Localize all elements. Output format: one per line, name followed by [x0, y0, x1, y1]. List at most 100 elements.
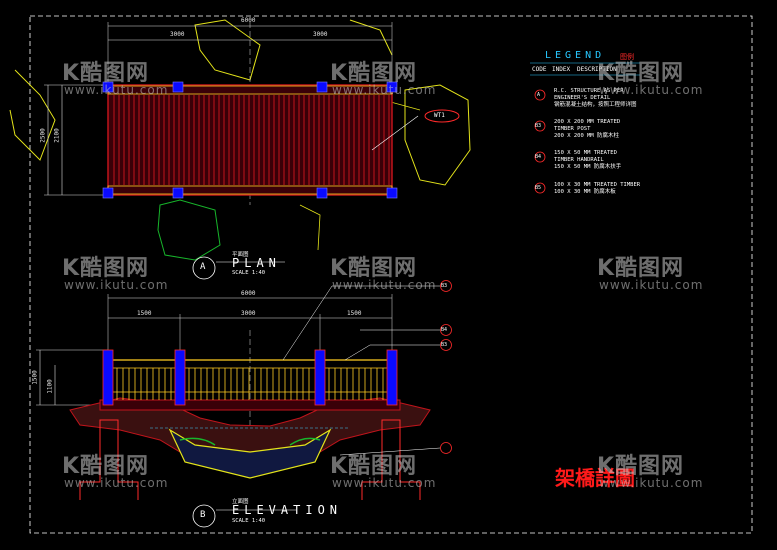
- elev-dim-height-inner: 1100: [46, 379, 54, 394]
- elev-callout-code: B3: [441, 342, 448, 348]
- rock-outline: [404, 84, 471, 186]
- watermark-logo: K酷图网: [597, 454, 685, 479]
- watermark-url: www.ikutu.com: [599, 83, 704, 97]
- legend-desc-line: 200 X 200 MM TREATED: [554, 119, 621, 125]
- callout-circle: [440, 339, 452, 351]
- elev-dim-height-outer: 1500: [31, 370, 39, 385]
- legend-desc-line: TIMBER HANDRAIL: [554, 157, 604, 163]
- legend-desc-line: 150 X 50 MM TREATED: [554, 150, 617, 156]
- elev-scale: SCALE 1:40: [232, 518, 266, 524]
- drawing-title-cn: 架橋詳圖: [555, 466, 635, 490]
- legend-title: LEGEND: [545, 50, 606, 61]
- elev-dim-right: 1500: [347, 310, 362, 317]
- timber-post: [386, 81, 398, 93]
- timber-post: [172, 81, 184, 93]
- plan-view-title: PLAN: [232, 256, 281, 270]
- legend-desc-line: 200 X 200 MM 防腐木柱: [554, 133, 620, 139]
- legend-code: B4: [535, 154, 542, 160]
- view-label-circle: [192, 256, 216, 280]
- plan-dim-outer: 2500: [39, 128, 47, 143]
- elev-view-title: ELEVATION: [232, 503, 343, 517]
- elev-sub-title: 立面图: [232, 499, 249, 505]
- watermark-url: www.ikutu.com: [599, 476, 704, 490]
- timber-post: [102, 187, 114, 199]
- legend-desc-line: 150 X 50 MM 防腐木扶手: [554, 164, 622, 170]
- watermark-logo: K酷图网: [330, 454, 418, 479]
- timber-post: [314, 349, 326, 406]
- stream-bed: [168, 428, 332, 479]
- legend-desc-line: 100 X 30 MM 防腐木板: [554, 189, 616, 195]
- legend-head-code: CODE: [532, 66, 547, 73]
- elevation-view: [36, 280, 452, 528]
- timber-post: [174, 349, 186, 406]
- leader-line: [344, 344, 371, 361]
- timber-post: [172, 187, 184, 199]
- vegetation-line: [179, 437, 321, 446]
- watermark-logo: K酷图网: [597, 61, 685, 86]
- rock-outline: [349, 19, 393, 56]
- watermark-url: www.ikutu.com: [599, 278, 704, 292]
- timber-post: [102, 81, 114, 93]
- rail-balusters: [116, 368, 384, 400]
- legend-head-desc: DESCRIPTION: [577, 66, 617, 73]
- watermark-url: www.ikutu.com: [64, 83, 169, 97]
- leader-line: [339, 447, 441, 456]
- legend-frame: [530, 62, 640, 194]
- timber-post: [316, 81, 328, 93]
- legend-code-circle: [534, 151, 546, 163]
- plan-dim-right: 3000: [313, 31, 328, 38]
- legend-item: 100 X 30 MM TREATED TIMBER 100 X 30 MM 防…: [554, 182, 640, 196]
- sheet-border: [29, 15, 753, 534]
- ground-section: [69, 397, 431, 469]
- legend-desc-line: R.C. STRUCTURE AS PER: [554, 88, 624, 94]
- callout-circle: [440, 442, 452, 454]
- watermark-url: www.ikutu.com: [332, 83, 437, 97]
- watermark-url: www.ikutu.com: [64, 278, 169, 292]
- legend-desc-line: TIMBER POST: [554, 126, 591, 132]
- watermark-logo: K酷图网: [597, 256, 685, 281]
- legend-desc-line: ENGINEER'S DETAIL: [554, 95, 611, 101]
- timber-post: [102, 349, 114, 406]
- leader-line: [282, 285, 333, 361]
- plan-view-circle-label: A: [200, 262, 206, 272]
- vegetation-outline: [157, 199, 221, 261]
- elev-callout-code: B3: [441, 283, 448, 289]
- elev-view-circle-label: B: [200, 510, 206, 520]
- callout-circle: [440, 280, 452, 292]
- legend-code-circle: [534, 89, 546, 101]
- elev-dim-left: 1500: [137, 310, 152, 317]
- plan-dim-inner: 2100: [53, 128, 61, 143]
- bridge-deck: [107, 84, 393, 196]
- timber-post: [386, 349, 398, 406]
- legend-title-cn: 图例: [620, 53, 634, 61]
- plan-sub-title: 平面图: [232, 252, 249, 258]
- timber-post: [316, 187, 328, 199]
- watermark-url: www.ikutu.com: [64, 476, 169, 490]
- legend-head-index: INDEX: [552, 66, 571, 73]
- timber-post: [386, 187, 398, 199]
- legend-code: B3: [535, 123, 542, 129]
- watermark-url: www.ikutu.com: [332, 278, 437, 292]
- plan-scale: SCALE 1:40: [232, 270, 266, 276]
- leader-line: [371, 115, 419, 151]
- legend-code-circle: [534, 182, 546, 194]
- legend-item: 200 X 200 MM TREATED TIMBER POST 200 X 2…: [554, 119, 620, 140]
- view-label-circle: [192, 504, 216, 528]
- plan-material-tag: WT1: [434, 112, 445, 119]
- watermark-logo: K酷图网: [330, 256, 418, 281]
- watermark-logo: K酷图网: [330, 61, 418, 86]
- rock-outline: [9, 69, 56, 161]
- legend-item: 150 X 50 MM TREATED TIMBER HANDRAIL 150 …: [554, 150, 621, 171]
- plan-view: [9, 19, 471, 280]
- deck-planks: [113, 95, 390, 185]
- legend-desc-line: 钢筋混凝土结构，按照工程师详图: [554, 102, 637, 108]
- legend-desc-line: 100 X 30 MM TREATED TIMBER: [554, 182, 641, 188]
- legend-item: R.C. STRUCTURE AS PER ENGINEER'S DETAIL …: [554, 88, 637, 109]
- rock-outline: [299, 204, 321, 251]
- elev-callout-code: B4: [441, 327, 448, 333]
- callout-circle: [440, 324, 452, 336]
- elev-dim-center: 3000: [241, 310, 256, 317]
- legend-code-circle: [534, 120, 546, 132]
